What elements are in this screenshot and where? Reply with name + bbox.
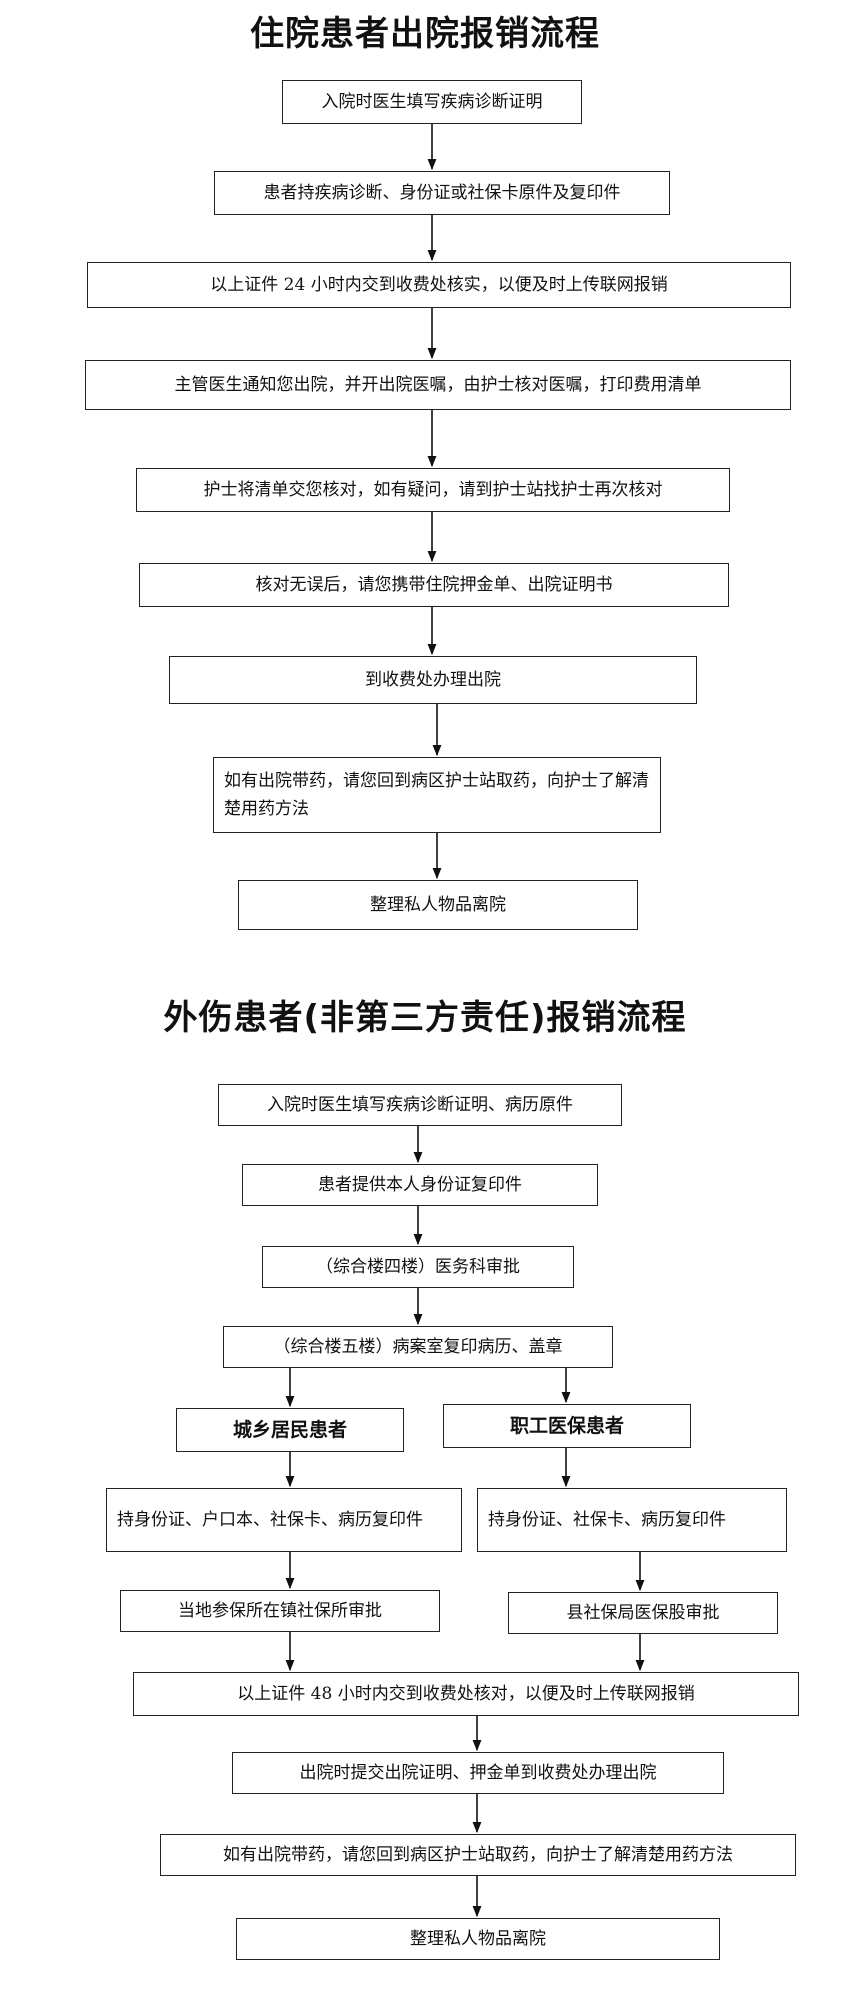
s2-step-7: 如有出院带药，请您回到病区护士站取药，向护士了解清楚用药方法 <box>160 1834 796 1876</box>
section1-title: 住院患者出院报销流程 <box>250 14 600 54</box>
s1-step-5: 护士将清单交您核对，如有疑问，请到护士站找护士再次核对 <box>136 468 730 512</box>
section2-title: 外伤患者(非第三方责任)报销流程 <box>163 998 687 1038</box>
s1-step-2: 患者持疾病诊断、身份证或社保卡原件及复印件 <box>214 171 670 215</box>
s1-step-8: 如有出院带药，请您回到病区护士站取药，向护士了解清楚用药方法 <box>213 757 661 833</box>
s2-step-5: 以上证件 48 小时内交到收费处核对，以便及时上传联网报销 <box>133 1672 799 1716</box>
s1-step-1: 入院时医生填写疾病诊断证明 <box>282 80 582 124</box>
branch-left-header: 城乡居民患者 <box>176 1408 404 1452</box>
s1-step-7: 到收费处办理出院 <box>169 656 697 704</box>
s2-step-1: 入院时医生填写疾病诊断证明、病历原件 <box>218 1084 622 1126</box>
s1-step-6: 核对无误后，请您携带住院押金单、出院证明书 <box>139 563 729 607</box>
s2-step-4: （综合楼五楼）病案室复印病历、盖章 <box>223 1326 613 1368</box>
s2-step-3: （综合楼四楼）医务科审批 <box>262 1246 574 1288</box>
s1-step-3: 以上证件 24 小时内交到收费处核实，以便及时上传联网报销 <box>87 262 791 308</box>
s2-step-6: 出院时提交出院证明、押金单到收费处办理出院 <box>232 1752 724 1794</box>
branch-right-step-2: 县社保局医保股审批 <box>508 1592 778 1634</box>
s2-step-8: 整理私人物品离院 <box>236 1918 720 1960</box>
branch-left-step-2: 当地参保所在镇社保所审批 <box>120 1590 440 1632</box>
s1-step-4: 主管医生通知您出院，并开出院医嘱，由护士核对医嘱，打印费用清单 <box>85 360 791 410</box>
branch-right-header: 职工医保患者 <box>443 1404 691 1448</box>
branch-right-step-1: 持身份证、社保卡、病历复印件 <box>477 1488 787 1552</box>
branch-left-step-1: 持身份证、户口本、社保卡、病历复印件 <box>106 1488 462 1552</box>
s1-step-9: 整理私人物品离院 <box>238 880 638 930</box>
s2-step-2: 患者提供本人身份证复印件 <box>242 1164 598 1206</box>
